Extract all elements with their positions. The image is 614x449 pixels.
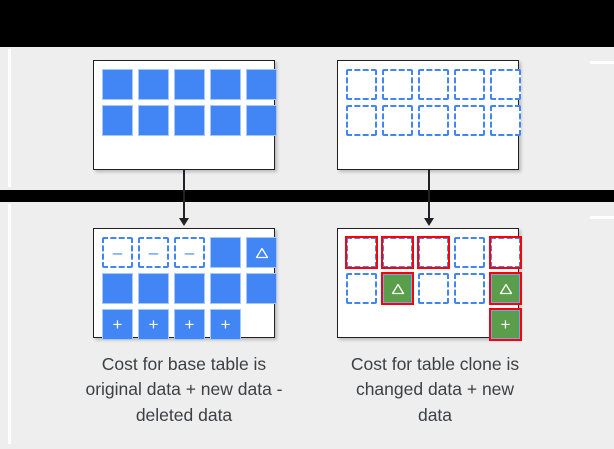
table-cell [381,236,414,269]
table-cell [174,69,205,100]
table-cell [345,236,378,269]
table-cell [454,309,485,340]
base-table-after-grid: – – – + + + + [102,237,277,340]
panel-left-rail-bottom [8,204,11,444]
triangle-outline-icon [255,247,268,258]
table-cell [489,236,522,269]
table-cell [382,69,413,100]
table-cell [418,309,449,340]
table-clone-original-card[interactable] [337,60,521,170]
table-cell: + [210,309,241,340]
base-table-original-card[interactable] [93,60,277,170]
triangle-outline-icon [499,283,512,294]
table-cell [174,273,205,304]
plus-icon: + [184,315,195,334]
table-cell: – [138,237,169,268]
table-cell: – [102,237,133,268]
table-cell [138,69,169,100]
table-cell: + [102,309,133,340]
table-cell: – [174,237,205,268]
table-cell [490,105,521,136]
plus-icon: + [220,315,231,334]
table-cell [454,105,485,136]
arrow-head-left [179,218,189,226]
table-cell [210,105,241,136]
table-cell [174,105,205,136]
plus-icon: + [148,315,159,334]
table-cell [417,236,450,269]
table-cell [346,309,377,340]
table-cell [210,273,241,304]
table-cell [381,272,414,305]
minus-icon: – [148,243,159,262]
table-cell [246,273,277,304]
table-cell: + [138,309,169,340]
caption-base-table: Cost for base table is original data + n… [85,354,283,425]
table-cell [418,105,449,136]
table-cell [346,273,377,304]
table-cell [102,69,133,100]
table-cell [210,237,241,268]
table-cell [102,273,133,304]
table-cell [102,105,133,136]
table-cell [454,237,485,268]
table-cell [138,105,169,136]
table-cell [382,309,413,340]
arrow-line-left [183,170,185,220]
table-clone-after-card[interactable]: + [337,228,522,341]
base-table-original-grid [102,69,277,136]
table-cell [418,273,449,304]
panel-left-rail [8,49,11,187]
table-cell [418,69,449,100]
arrow-head-right [424,218,434,226]
triangle-outline-icon [391,283,404,294]
table-cell [138,273,169,304]
table-cell: + [489,308,522,341]
table-cell [346,105,377,136]
plus-icon: + [112,315,123,334]
table-cell [246,237,277,268]
table-cell [454,69,485,100]
minus-icon: – [112,243,123,262]
table-cell [246,309,277,340]
table-cell [210,69,241,100]
table-cell [246,69,277,100]
table-cell: + [174,309,205,340]
panel-right-rail-bottom [590,216,614,219]
table-clone-original-grid [346,69,521,136]
table-cell [490,69,521,100]
caption-table-clone: Cost for table clone is changed data + n… [350,354,520,425]
arrow-line-right [428,170,430,220]
table-cell [382,105,413,136]
table-clone-after-grid: + [345,236,522,341]
plus-icon: + [500,315,511,334]
table-cell [454,273,485,304]
base-table-after-card[interactable]: – – – + + + + [93,228,277,340]
table-cell [346,69,377,100]
panel-right-rail [590,61,614,64]
table-cell [489,272,522,305]
minus-icon: – [184,243,195,262]
table-cell [246,105,277,136]
